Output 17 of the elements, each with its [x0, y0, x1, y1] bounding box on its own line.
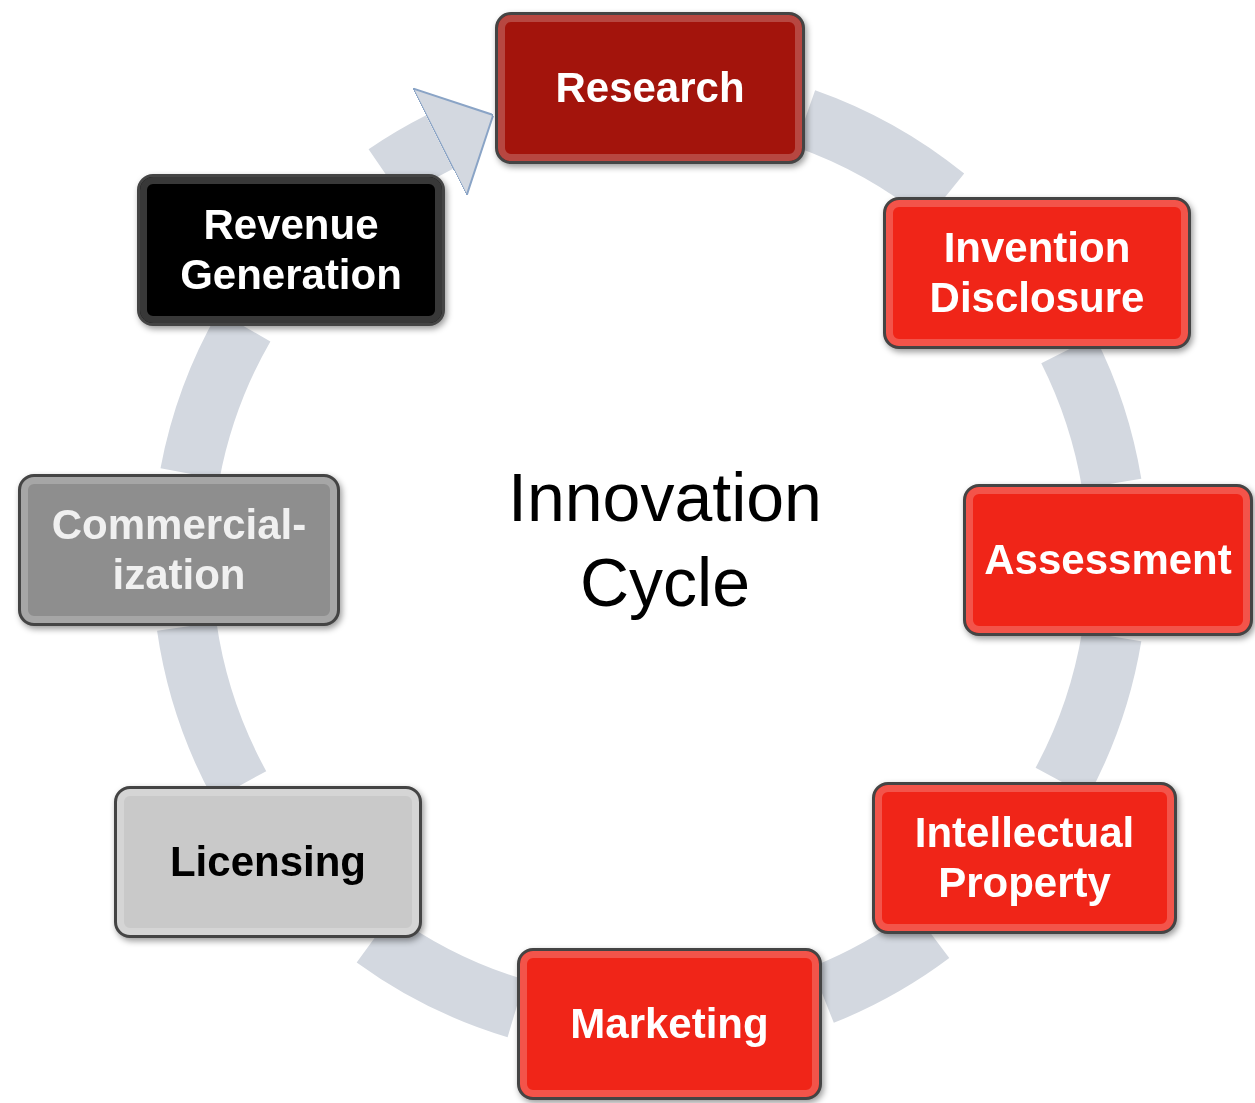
- step-label: Licensing: [169, 836, 366, 887]
- process-box: [18, 474, 340, 626]
- center-title: Innovation Cycle: [507, 458, 823, 622]
- step-label: Invention Disclosure: [928, 222, 1146, 323]
- step-label: Commercial- ization: [50, 499, 308, 600]
- step-label: Revenue Generation: [179, 199, 403, 300]
- process-box: [872, 782, 1177, 934]
- step-label: Intellectual Property: [913, 807, 1136, 908]
- step-label: Assessment: [984, 534, 1232, 585]
- process-box: [114, 786, 422, 938]
- process-box: [495, 12, 805, 164]
- process-box: [963, 484, 1253, 636]
- process-box: [517, 948, 822, 1100]
- process-box: [883, 197, 1191, 349]
- step-label: Marketing: [570, 998, 769, 1049]
- step-label: Research: [555, 62, 745, 113]
- process-box: [137, 174, 445, 326]
